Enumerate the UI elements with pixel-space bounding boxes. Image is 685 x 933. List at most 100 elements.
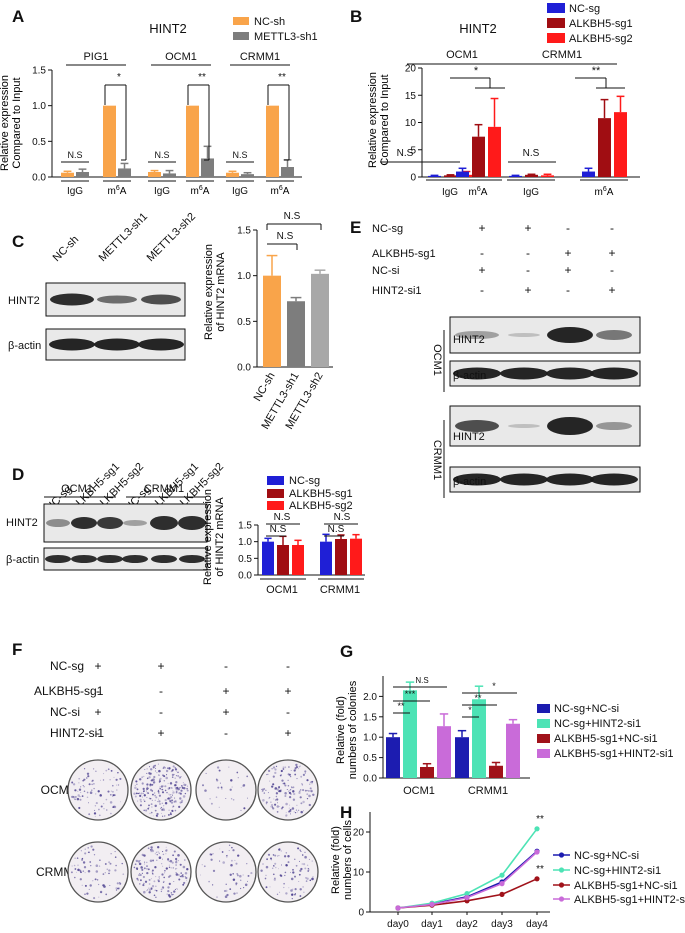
colony-dot [158, 781, 160, 783]
chart-b-bar-alkbh5-sg1 [525, 174, 538, 177]
colony-dot [164, 869, 166, 872]
blot-e-sign: + [608, 246, 615, 260]
colony-dot [143, 775, 145, 777]
colony-dot [175, 864, 177, 866]
colony-dot [172, 790, 174, 791]
colony-dot [114, 856, 117, 858]
colony-dot [158, 792, 160, 794]
legend-b-label: ALKBH5-sg1 [569, 18, 633, 30]
blot-e-row-label: HINT2 [453, 431, 485, 443]
colony-dot [212, 869, 216, 873]
colony-dot [174, 888, 176, 890]
chart-d-bar [277, 545, 289, 575]
chart-a-x-label: m6A [271, 185, 290, 197]
legend-d-swatch [267, 476, 284, 485]
colony-dot [273, 865, 275, 867]
colony-dot [161, 815, 164, 817]
colony-dot [143, 794, 146, 797]
colony-dot [148, 888, 152, 892]
colony-dot [104, 863, 107, 865]
colony-dot [300, 810, 303, 814]
colony-dot [163, 815, 166, 817]
colony-dot [178, 791, 181, 795]
colony-dot [175, 801, 177, 803]
colony-dot [74, 798, 76, 801]
colony-dot [288, 791, 292, 795]
colony-dot [115, 887, 118, 889]
chart-a-bar-mettl3-sh1 [281, 167, 294, 177]
colony-dot [236, 873, 239, 875]
colony-dot [279, 891, 281, 893]
colony-dot [109, 801, 113, 804]
chart-c-ylabel: Relative expressionof HINT2 mRNA [203, 244, 227, 340]
blot-e-ocm1-hint2-band [508, 333, 540, 337]
colony-dot [269, 857, 273, 860]
colony-dot [242, 783, 246, 787]
colony-dot [301, 784, 304, 786]
colony-dot [153, 782, 154, 784]
colony-dot [163, 876, 166, 879]
colony-dot [265, 865, 269, 869]
colony-dot [119, 882, 122, 885]
colony-dot [182, 795, 186, 798]
colony-dot [171, 809, 174, 812]
colony-dot [173, 850, 176, 853]
blot-e-sign: + [564, 246, 571, 260]
colony-dot [170, 801, 174, 804]
colony-dot [161, 863, 163, 865]
chart-b-bar-nc-sg [428, 175, 441, 177]
chart-g-x-label: CRMM1 [468, 785, 508, 797]
colony-dot [148, 776, 151, 779]
chart-h-y-tick-label: 0 [358, 908, 364, 919]
colony-dot [142, 787, 145, 791]
colony-dot [231, 846, 233, 849]
colony-dot [182, 782, 184, 784]
blot-e-condition-label: HINT2-si1 [372, 285, 422, 297]
colony-dot [143, 800, 146, 803]
colony-dot [135, 792, 138, 795]
colony-dot [289, 871, 291, 873]
legend-d-label: ALKBH5-sg2 [289, 500, 353, 512]
colony-dot [171, 799, 173, 802]
colony-sign: + [94, 705, 101, 719]
colony-dot [303, 891, 305, 893]
colony-dot [93, 782, 95, 785]
chart-b-bar-nc-sg [456, 171, 469, 177]
colony-dot [311, 791, 313, 793]
chart-b-bar-alkbh5-sg2 [614, 112, 627, 177]
chart-a-x-label: IgG [154, 186, 170, 197]
colony-dot [157, 851, 159, 853]
colony-dot [240, 809, 242, 811]
blot-d-group-label: CRMM1 [144, 483, 184, 495]
panel-label-g: G [340, 642, 353, 661]
chart-g-bar [489, 765, 503, 778]
chart-a-x-label: IgG [232, 186, 248, 197]
colony-dot [146, 786, 149, 789]
colony-dot [301, 783, 303, 785]
colony-dot [161, 788, 163, 791]
chart-d-y-tick-label: 0.5 [238, 554, 252, 565]
chart-b-group-label: CRMM1 [542, 49, 582, 61]
colony-dot [155, 814, 158, 817]
colony-dot [157, 798, 160, 800]
colony-dot [208, 880, 210, 883]
colony-dot [274, 803, 277, 806]
colony-dot [311, 783, 313, 785]
colony-dot [276, 802, 278, 804]
colony-dot [299, 860, 300, 862]
colony-dot [172, 805, 175, 808]
colony-dot [143, 854, 146, 857]
colony-dot [172, 854, 174, 857]
chart-d-y-tick-label: 1.0 [238, 537, 252, 548]
colony-dot [95, 802, 98, 805]
blot-e-ocm1-actin-band [500, 367, 548, 380]
chart-h-point [534, 876, 540, 882]
colony-dot [154, 809, 157, 812]
blot-c-hint2-band [141, 294, 181, 305]
colony-dot [112, 794, 114, 796]
colony-dot [276, 893, 279, 895]
colony-dot [119, 881, 121, 884]
colony-dot [157, 879, 160, 882]
colony-dot [284, 794, 287, 798]
